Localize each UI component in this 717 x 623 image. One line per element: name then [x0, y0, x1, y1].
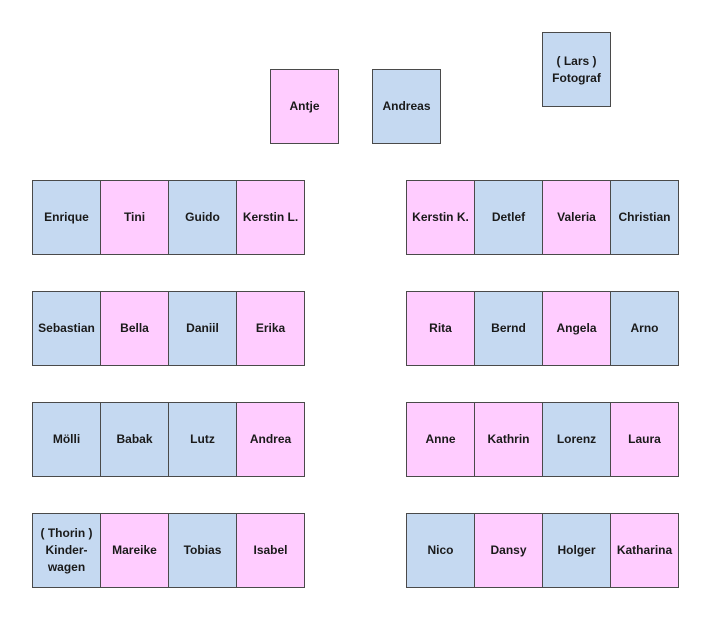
seat-nico: Nico	[406, 513, 475, 588]
seat-mareike: Mareike	[100, 513, 169, 588]
seat-dansy: Dansy	[474, 513, 543, 588]
seat-kerstin-k: Kerstin K.	[406, 180, 475, 255]
seat-antje: Antje	[270, 69, 339, 144]
seat-lorenz: Lorenz	[542, 402, 611, 477]
seat-andreas: Andreas	[372, 69, 441, 144]
seat-lutz: Lutz	[168, 402, 237, 477]
seat-arno: Arno	[610, 291, 679, 366]
seat-bella: Bella	[100, 291, 169, 366]
seat-rita: Rita	[406, 291, 475, 366]
seat-enrique: Enrique	[32, 180, 101, 255]
seat-andrea: Andrea	[236, 402, 305, 477]
seat-tini: Tini	[100, 180, 169, 255]
seat-guido: Guido	[168, 180, 237, 255]
seat-katharina: Katharina	[610, 513, 679, 588]
seat-laura: Laura	[610, 402, 679, 477]
seat-babak: Babak	[100, 402, 169, 477]
seat-kathrin: Kathrin	[474, 402, 543, 477]
seat-isabel: Isabel	[236, 513, 305, 588]
seat-tobias: Tobias	[168, 513, 237, 588]
seat-anne: Anne	[406, 402, 475, 477]
seat-angela: Angela	[542, 291, 611, 366]
seat-daniil: Daniil	[168, 291, 237, 366]
seat-thorin-stroller: ( Thorin ) Kinder- wagen	[32, 513, 101, 588]
seat-detlef: Detlef	[474, 180, 543, 255]
seat-christian: Christian	[610, 180, 679, 255]
seat-moelli: Mölli	[32, 402, 101, 477]
seat-holger: Holger	[542, 513, 611, 588]
seat-erika: Erika	[236, 291, 305, 366]
seat-bernd: Bernd	[474, 291, 543, 366]
seat-valeria: Valeria	[542, 180, 611, 255]
seat-kerstin-l: Kerstin L.	[236, 180, 305, 255]
seat-lars-photographer: ( Lars ) Fotograf	[542, 32, 611, 107]
seat-sebastian: Sebastian	[32, 291, 101, 366]
